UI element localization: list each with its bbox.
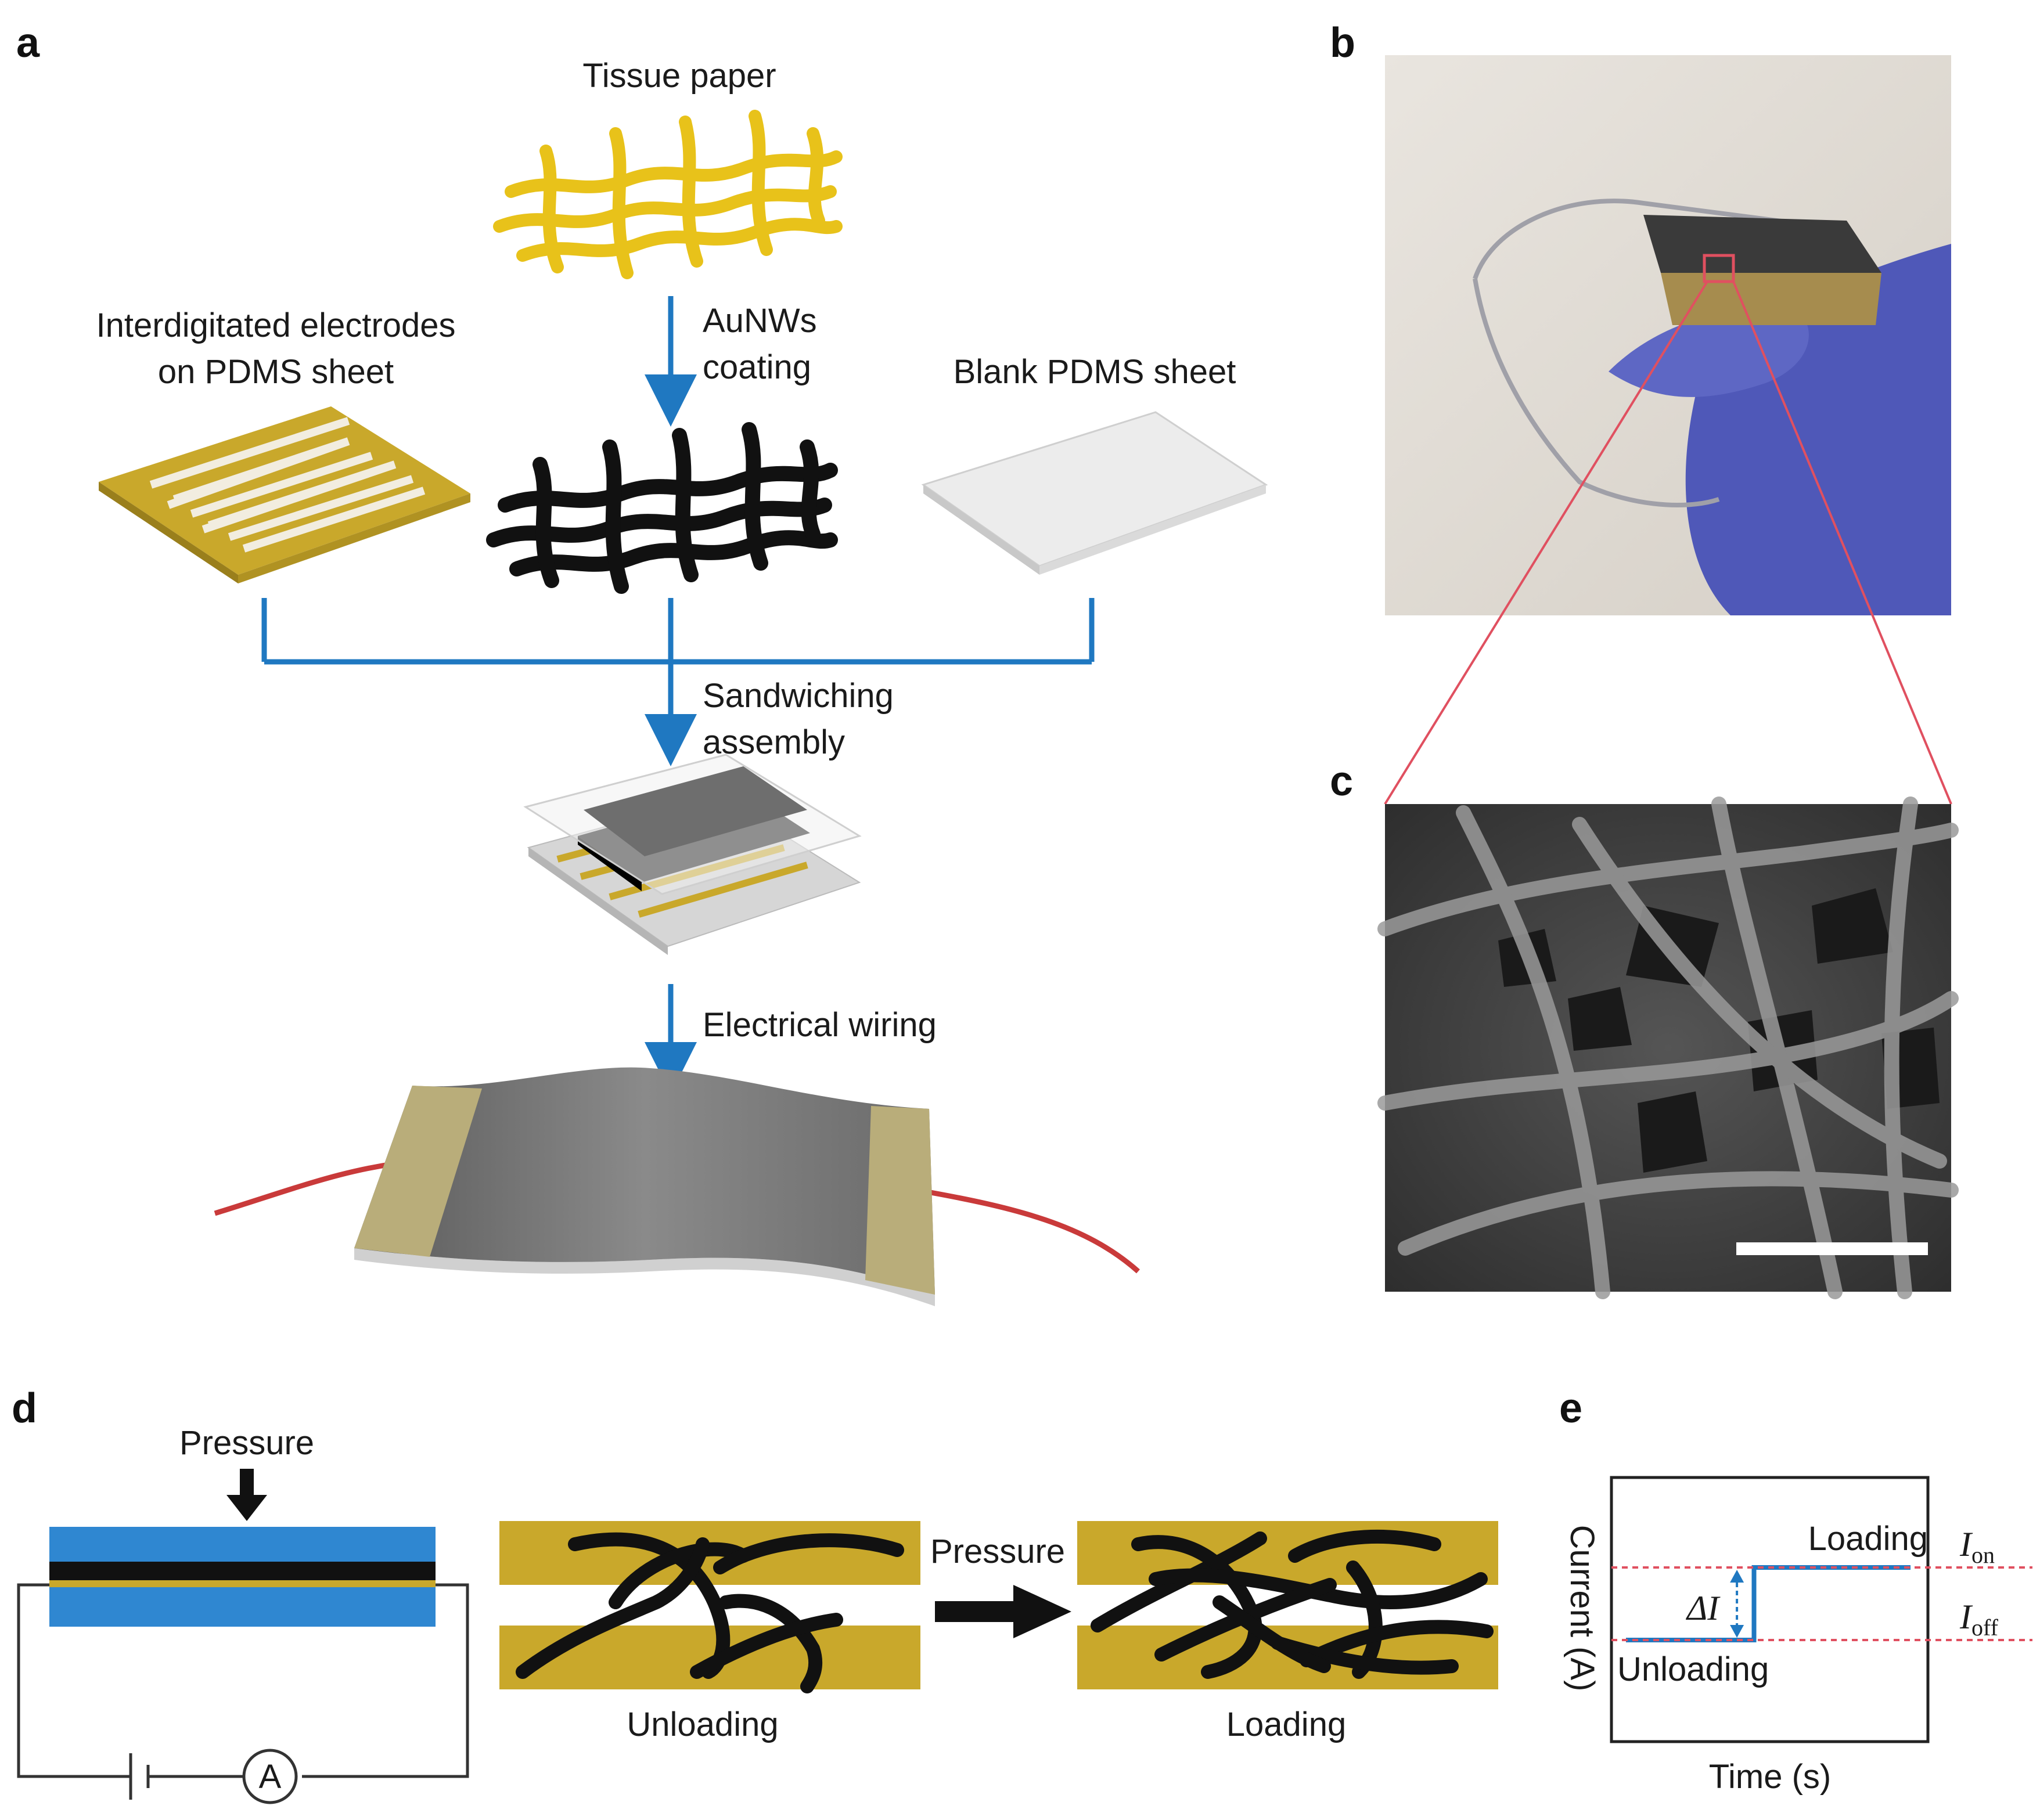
zoom-line-left	[1384, 280, 1708, 805]
current-step-line	[1626, 1565, 1911, 1642]
panel-letter-e: e	[1559, 1385, 1582, 1432]
label-blank-pdms: Blank PDMS sheet	[954, 353, 1236, 391]
label-electrical-wiring: Electrical wiring	[703, 1006, 937, 1044]
measurement-circuit	[17, 1583, 469, 1804]
flexible-sensor-device	[214, 1067, 1140, 1306]
label-ide-line2: on PDMS sheet	[158, 353, 394, 391]
label-pressure-mid: Pressure	[930, 1533, 1065, 1570]
delta-i-arrow-head-down	[1730, 1625, 1744, 1638]
sensor-cross-section	[49, 1527, 436, 1627]
label-aunws: AuNWs	[703, 302, 817, 340]
annotation-loading: Loading	[1808, 1520, 1928, 1558]
delta-i-arrow-head-up	[1730, 1570, 1744, 1583]
panel-letter-a: a	[16, 20, 40, 66]
current-time-chart	[1610, 1476, 2032, 1743]
blank-pdms-sheet	[921, 411, 1268, 575]
annotation-i-on: Ion	[1959, 1525, 1995, 1568]
interdigitated-electrode-sheet	[99, 406, 470, 583]
tissue-paper-mesh-icon	[493, 110, 843, 279]
ammeter-icon: A	[259, 1758, 282, 1796]
i-on-subscript: on	[1971, 1542, 1995, 1568]
label-pressure-left: Pressure	[179, 1424, 314, 1462]
label-sandwiching: Sandwiching	[703, 677, 894, 715]
y-axis-label: Current (A)	[1563, 1525, 1601, 1692]
panel-letter-b: b	[1330, 20, 1355, 66]
assembly-bracket	[261, 598, 1095, 665]
aunw-coated-mesh-icon	[486, 422, 838, 594]
chart-frame	[1610, 1476, 1930, 1743]
device-photo	[1385, 55, 1951, 615]
x-axis-label: Time (s)	[1709, 1758, 1831, 1796]
label-coating: coating	[703, 348, 811, 386]
i-off-symbol: I	[1959, 1598, 1973, 1636]
i-off-subscript: off	[1971, 1614, 1999, 1641]
label-tissue-paper: Tissue paper	[582, 57, 776, 95]
pressure-right-arrow-icon	[935, 1585, 1071, 1638]
unloading-state	[499, 1521, 920, 1693]
loading-state	[1077, 1521, 1498, 1689]
label-unloading-d: Unloading	[627, 1706, 778, 1743]
label-loading-d: Loading	[1226, 1706, 1346, 1743]
annotation-delta-i: ΔI	[1686, 1589, 1721, 1627]
annotation-unloading: Unloading	[1617, 1650, 1769, 1688]
panel-letter-c: c	[1330, 758, 1353, 805]
annotation-i-off: Ioff	[1959, 1598, 1999, 1641]
zoom-line-right	[1732, 281, 1952, 805]
label-ide-line1: Interdigitated electrodes	[96, 307, 455, 344]
panel-letter-d: d	[12, 1385, 37, 1432]
sandwich-stack-exploded	[523, 754, 862, 955]
sem-image	[1377, 797, 1959, 1299]
pressure-arrow-icon	[226, 1469, 267, 1521]
i-on-symbol: I	[1959, 1525, 1973, 1563]
